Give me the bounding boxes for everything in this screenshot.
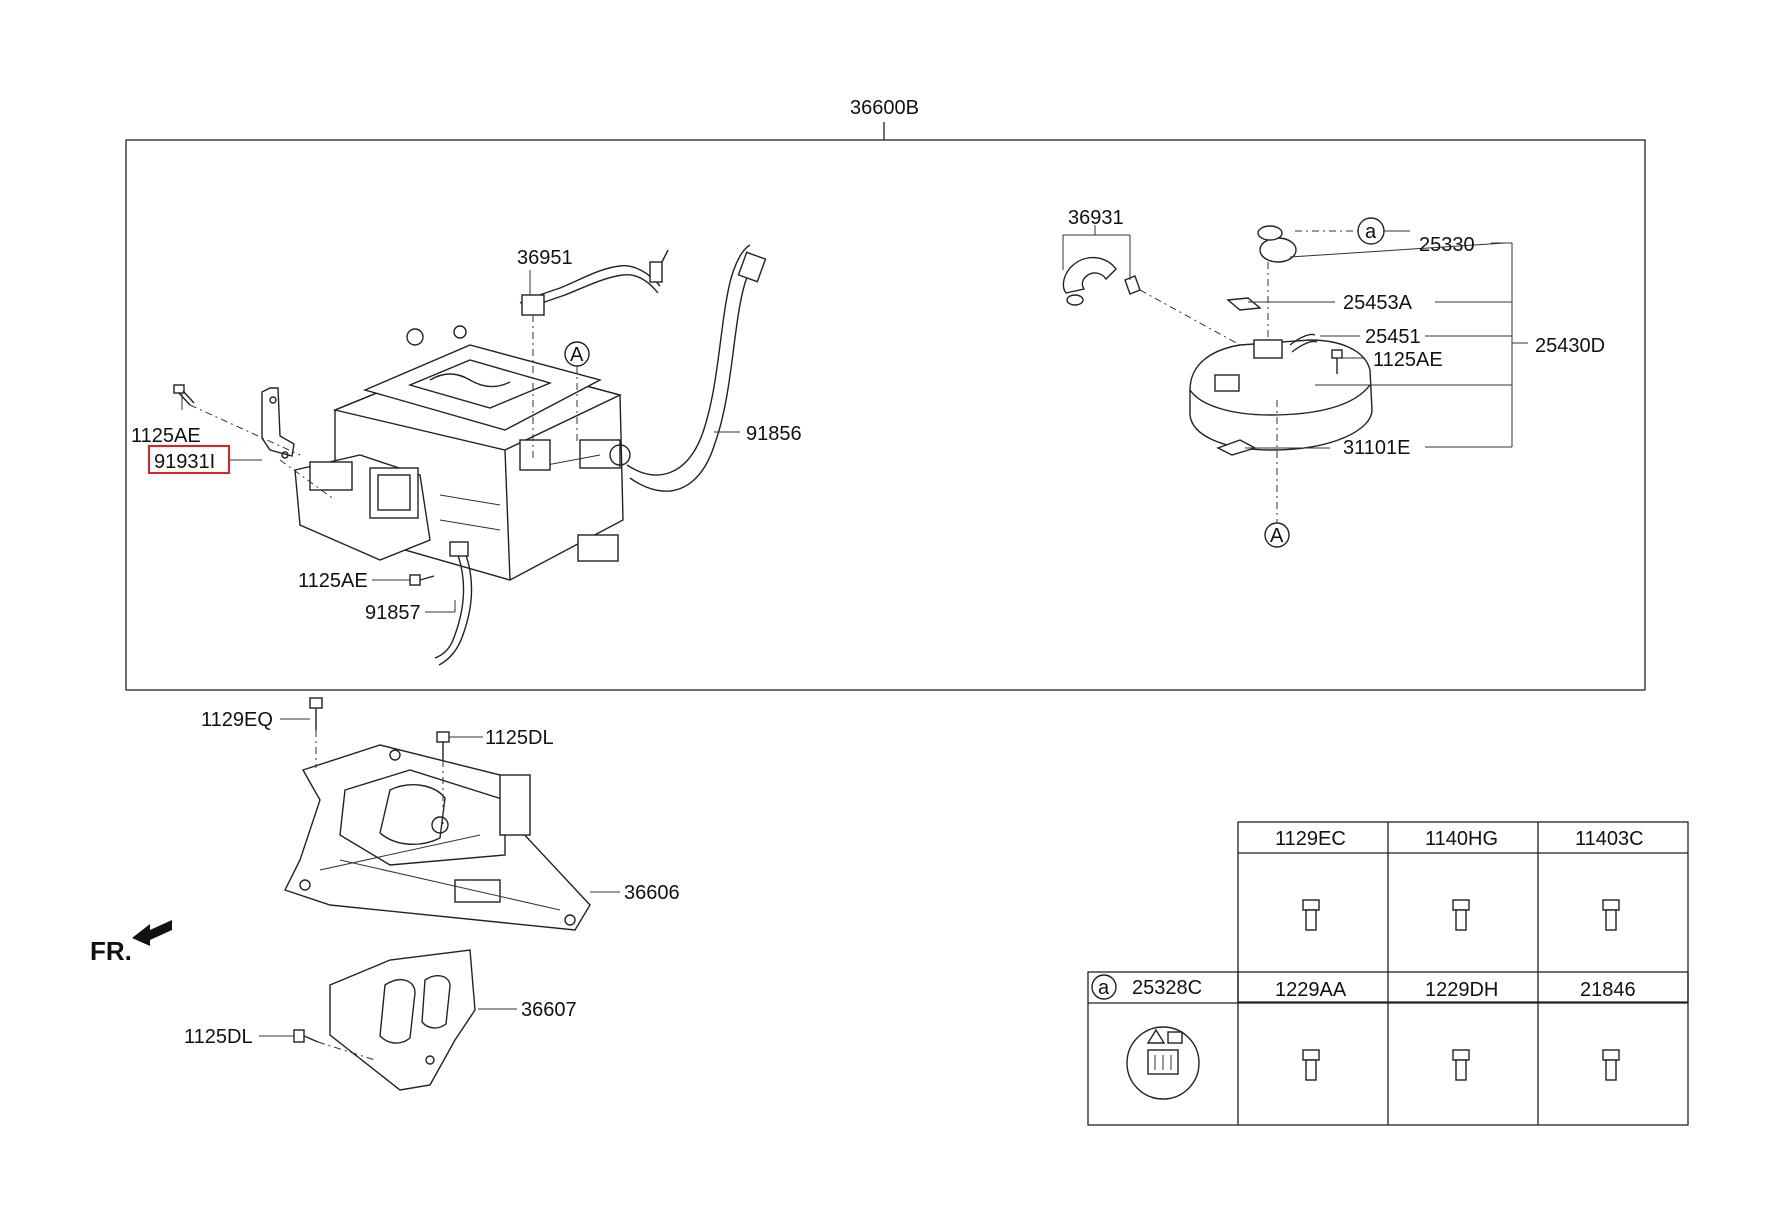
- table-header-3: 11403C: [1575, 828, 1644, 850]
- bolt-icon: [1302, 1049, 1320, 1081]
- callout-1125dl-bottom: 1125DL: [184, 1026, 253, 1048]
- warning-label-icon: [1126, 1026, 1200, 1100]
- table-header-2: 1140HG: [1425, 828, 1498, 850]
- bolt-icon: [173, 384, 195, 406]
- bolt-icon: [1602, 899, 1620, 931]
- callout-25430d: 25430D: [1535, 335, 1605, 357]
- callout-36606: 36606: [624, 882, 680, 904]
- bolt-icon: [409, 574, 435, 586]
- bolt-icon: [1602, 1049, 1620, 1081]
- right-leaders: [1062, 225, 1528, 522]
- callout-1125ae-right: 1125AE: [1373, 349, 1443, 371]
- inverter-unit: A: [173, 244, 767, 666]
- callout-1125ae-left: 1125AE: [131, 425, 201, 447]
- fastener-table: 1129EC 1140HG 11403C 1229AA 1229DH 21846…: [1087, 821, 1689, 1126]
- table-label-marker: a: [1098, 977, 1110, 999]
- table-label-part: 25328C: [1132, 977, 1202, 999]
- lower-bracket-36606: [284, 744, 591, 931]
- ref-circle-a-upper: A: [570, 344, 584, 366]
- callout-1125ae-bottom: 1125AE: [298, 570, 368, 592]
- left-leaders: [181, 270, 740, 613]
- assembly-frame: 36600B: [125, 97, 1646, 691]
- highlight-box: [148, 445, 230, 474]
- table-header-5: 1229DH: [1425, 979, 1498, 1001]
- ref-circle-small-a: a: [1365, 221, 1377, 243]
- lower-leaders: [259, 718, 620, 1061]
- ref-circle-a-lower: A: [1270, 525, 1284, 547]
- bolt-icon: [1452, 1049, 1470, 1081]
- reservoir-unit: a A: [1062, 217, 1385, 548]
- assembly-label: 36600B: [850, 97, 919, 119]
- callout-25451: 25451: [1365, 326, 1421, 348]
- callout-31101e: 31101E: [1343, 437, 1410, 459]
- bolt-icon: [309, 697, 323, 730]
- bolt-icon: [1452, 899, 1470, 931]
- callout-1129eq: 1129EQ: [201, 709, 273, 731]
- arrow-icon: [132, 920, 172, 946]
- callout-36607: 36607: [521, 999, 577, 1021]
- table-header-1: 1129EC: [1275, 828, 1346, 850]
- front-label: FR.: [90, 936, 132, 966]
- front-direction-indicator: FR.: [90, 920, 172, 966]
- callout-1125dl-top: 1125DL: [485, 727, 554, 749]
- bolt-icon: [1302, 899, 1320, 931]
- bolt-icon: [293, 1029, 319, 1043]
- bolt-icon: [436, 731, 450, 760]
- callout-36951: 36951: [517, 247, 573, 269]
- callout-91931i: 91931I: [154, 451, 215, 473]
- callout-36931: 36931: [1068, 207, 1124, 229]
- table-header-6: 21846: [1580, 979, 1636, 1001]
- callout-91856: 91856: [746, 423, 802, 445]
- callout-25330: 25330: [1419, 234, 1475, 256]
- table-header-4: 1229AA: [1275, 979, 1347, 1001]
- heat-shield-36607: [329, 949, 476, 1091]
- callout-25453a: 25453A: [1343, 292, 1413, 314]
- callout-91857: 91857: [365, 602, 421, 624]
